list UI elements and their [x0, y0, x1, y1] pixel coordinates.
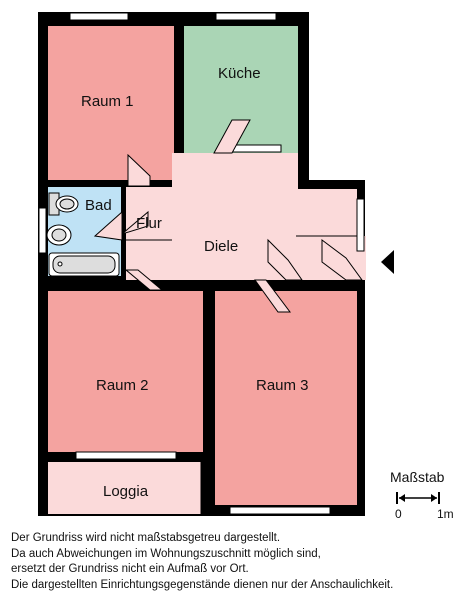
disclaimer: Der Grundriss wird nicht maßstabsgetreu … — [11, 531, 471, 593]
room-flur-diele — [126, 153, 366, 280]
label-raum-3: Raum 3 — [256, 377, 309, 394]
toilet-icon — [48, 192, 79, 216]
bathtub-icon — [48, 252, 120, 277]
label-diele: Diele — [204, 238, 238, 255]
room-raum-3 — [215, 291, 357, 505]
room-raum-2 — [48, 291, 203, 452]
sink-icon — [46, 224, 72, 246]
label-kueche: Küche — [218, 65, 261, 82]
label-raum-2: Raum 2 — [96, 377, 149, 394]
disclaimer-line: Da auch Abweichungen im Wohnungszuschnit… — [11, 547, 321, 560]
scale-start-label: 0 — [395, 507, 402, 521]
scale-end-label: 1m — [437, 507, 454, 521]
bath-fixtures — [46, 192, 120, 277]
disclaimer-line: Der Grundriss wird nicht maßstabsgetreu … — [11, 532, 281, 544]
room-loggia — [48, 462, 201, 514]
label-bad: Bad — [85, 197, 112, 214]
scale-title: Maßstab — [390, 469, 445, 485]
door-swings — [93, 119, 363, 313]
label-raum-1: Raum 1 — [81, 93, 134, 110]
scale-bar — [396, 492, 440, 504]
room-raum-1 — [48, 26, 174, 180]
entrance-arrow-icon — [381, 250, 394, 274]
disclaimer-line: Die dargestellten Einrichtungsgegenständ… — [11, 578, 394, 591]
disclaimer-line: ersetzt der Grundriss nicht ein Aufmaß v… — [11, 563, 249, 575]
interior-lines — [126, 235, 357, 514]
floor-plan: Raum 1 Küche Bad Flur Diele Raum 2 Raum … — [38, 12, 394, 516]
label-loggia: Loggia — [103, 483, 149, 500]
label-flur: Flur — [136, 215, 162, 232]
